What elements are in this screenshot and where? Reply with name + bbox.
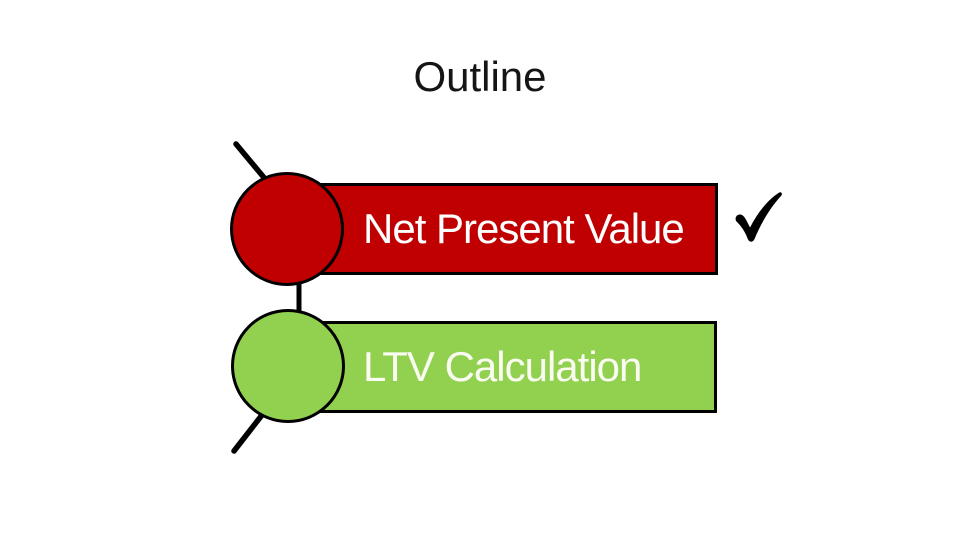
outline-item-net-present-value-label: Net Present Value (363, 205, 685, 252)
check-mark-icon (735, 192, 782, 242)
outline-item-net-present-value-bullet-circle (230, 172, 344, 286)
outline-item-ltv-calculation-bar: LTV Calculation (320, 321, 717, 413)
check-mark-glyph (735, 192, 782, 242)
connector-top-segment (233, 141, 269, 183)
outline-item-ltv-calculation-bullet-circle (231, 309, 345, 423)
slide-title: Outline (413, 53, 547, 100)
outline-item-ltv-calculation-label: LTV Calculation (363, 343, 642, 390)
outline-item-net-present-value-bar: Net Present Value (320, 183, 718, 275)
connector-bottom-segment (231, 412, 265, 454)
